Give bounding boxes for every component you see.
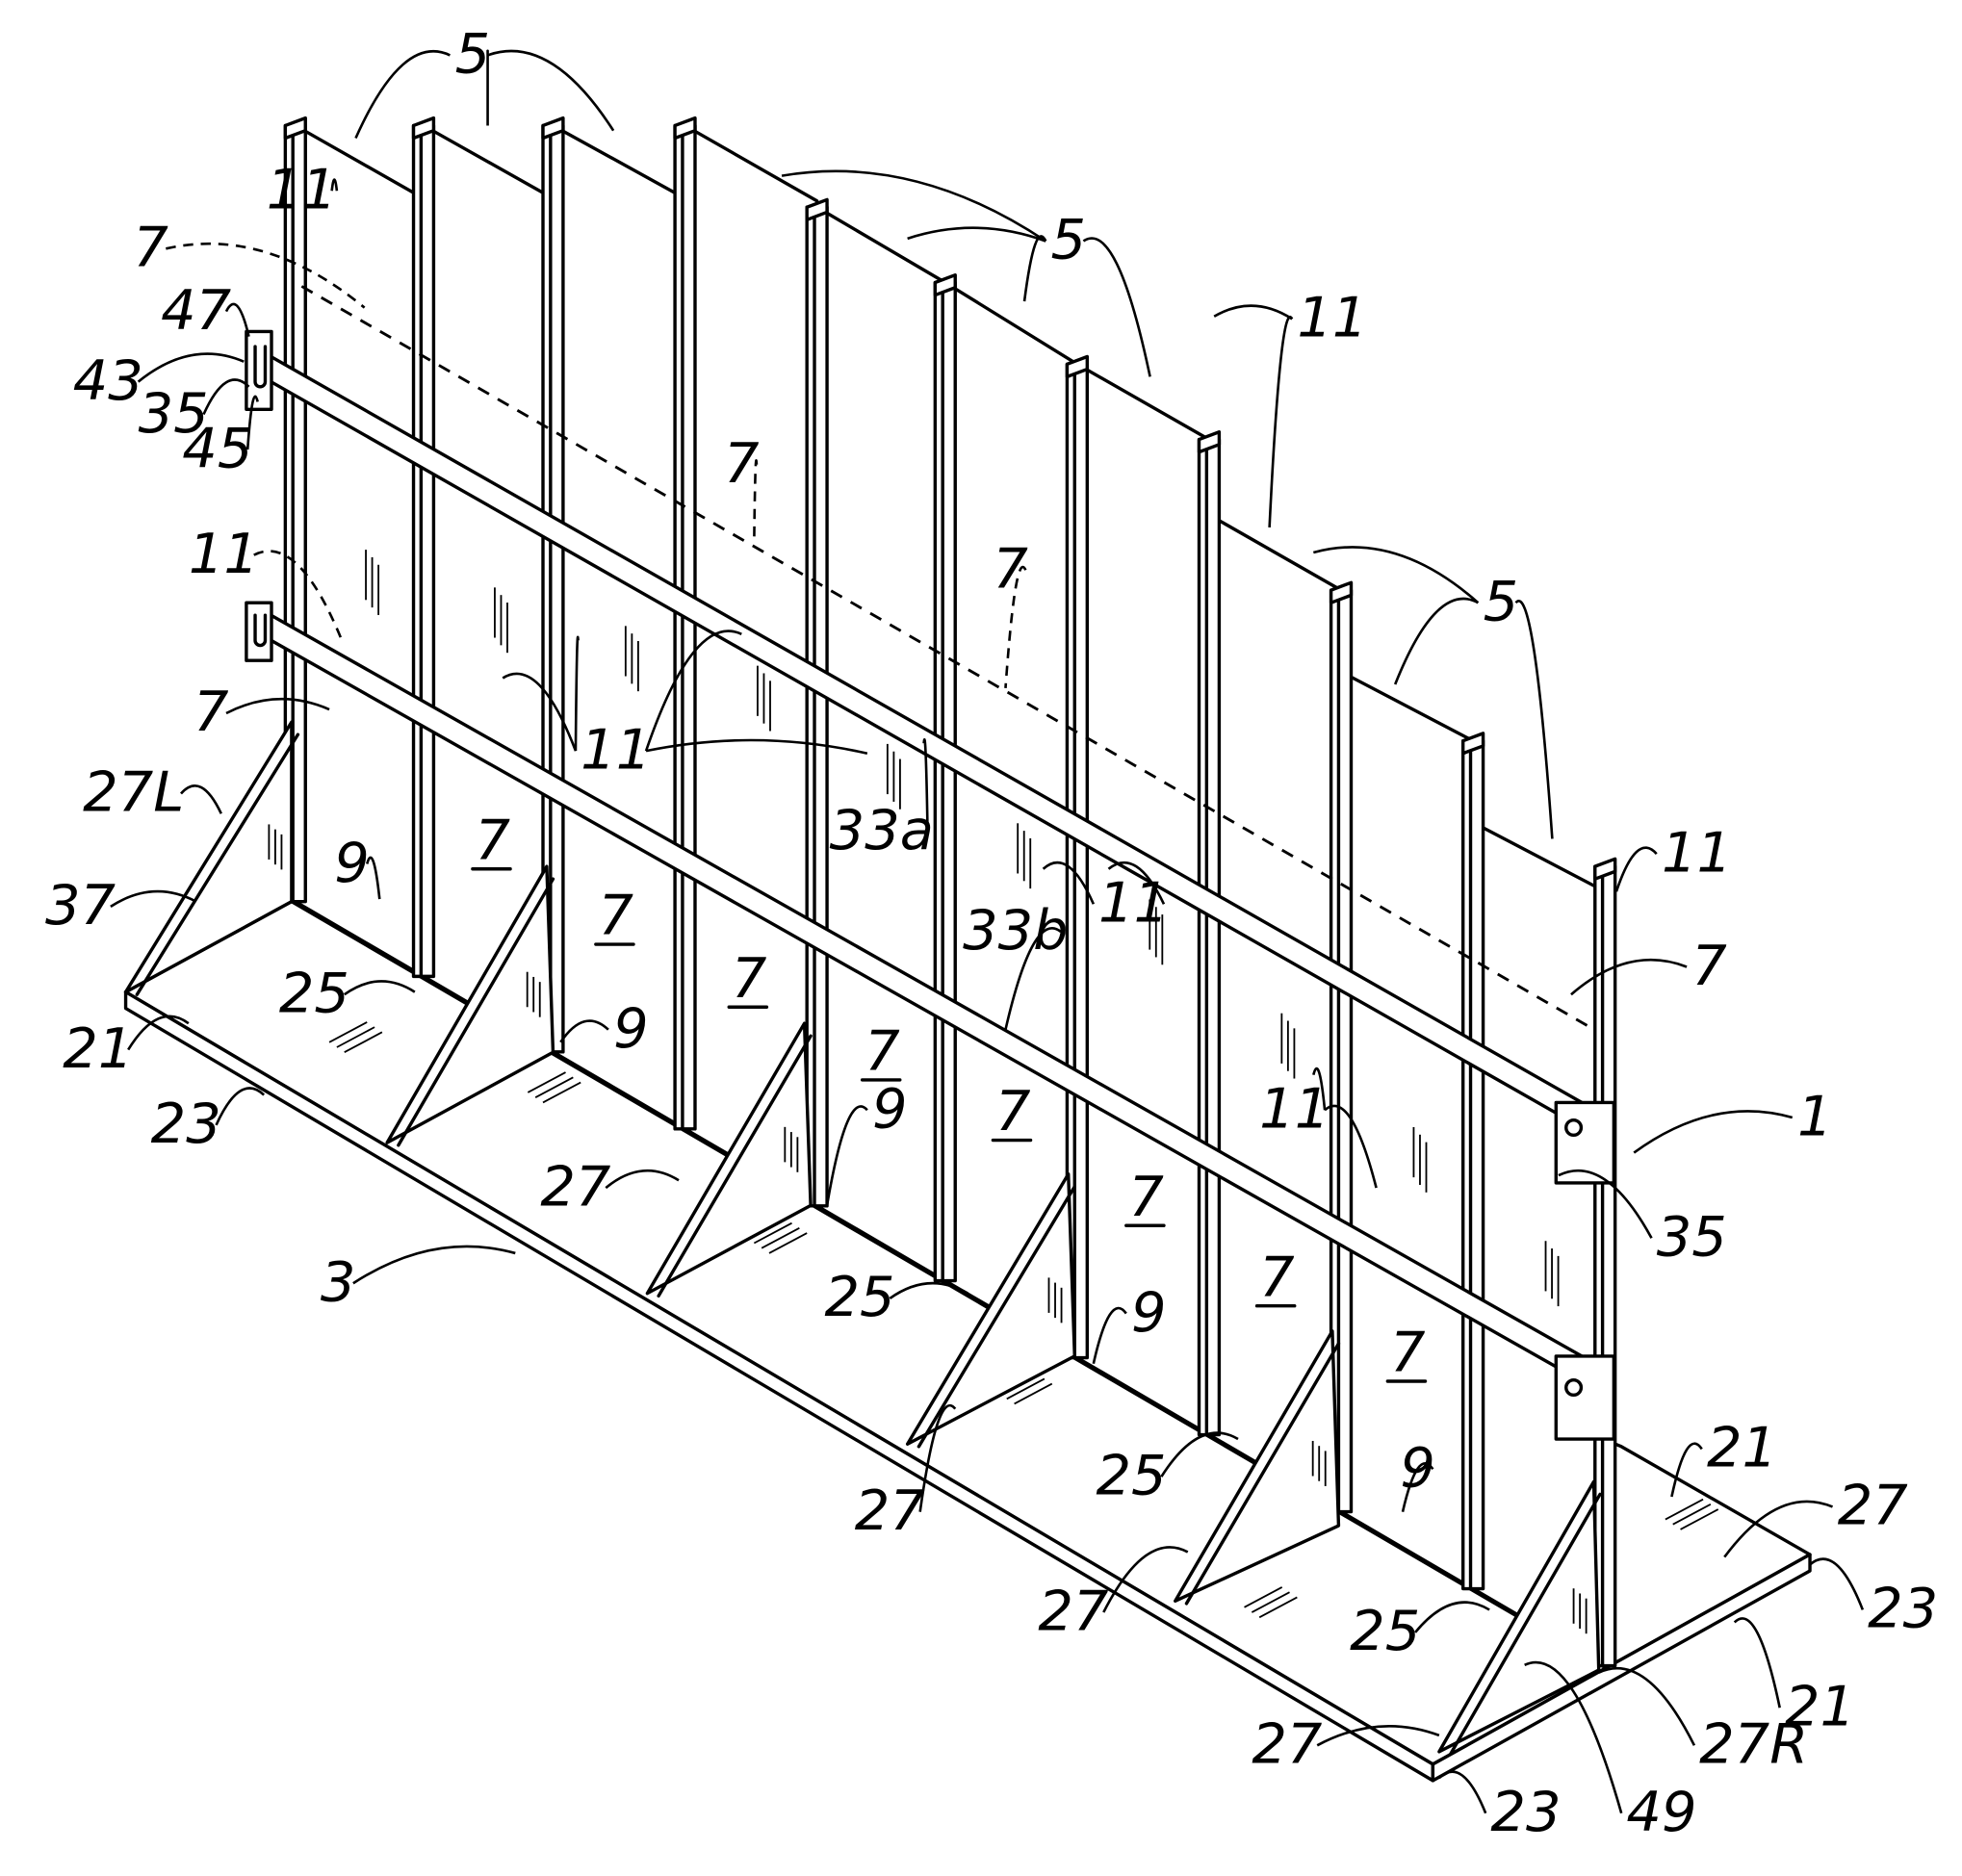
reference-numeral: 3 bbox=[321, 1250, 356, 1315]
reference-numeral: 7 bbox=[724, 431, 760, 496]
reference-numeral: 11 bbox=[189, 522, 259, 586]
reference-numeral: 27R bbox=[1699, 1712, 1808, 1777]
reference-numeral: 27L bbox=[83, 760, 184, 825]
reference-numeral: 21 bbox=[1707, 1416, 1777, 1480]
reference-numeral: 25 bbox=[1350, 1599, 1420, 1663]
leader-line bbox=[908, 228, 1046, 242]
reference-numeral: 33a bbox=[830, 798, 934, 862]
reference-numeral: 25 bbox=[1096, 1443, 1166, 1507]
reference-numeral: 9 bbox=[1131, 1280, 1167, 1345]
reference-numeral: 35 bbox=[1657, 1205, 1727, 1270]
reference-numeral-underlined: 7 bbox=[1128, 1165, 1164, 1229]
channel-post bbox=[1463, 741, 1484, 1589]
leader-line bbox=[1214, 306, 1292, 320]
reference-numeral: 11 bbox=[1662, 820, 1732, 885]
channel-post bbox=[807, 207, 827, 1206]
leader-line bbox=[1270, 317, 1293, 527]
leader-line bbox=[1634, 1111, 1793, 1152]
reference-numeral-underlined: 7 bbox=[476, 808, 511, 872]
reference-numeral: 27 bbox=[1838, 1474, 1908, 1538]
reference-numeral: 33b bbox=[963, 898, 1069, 963]
reference-numeral: 25 bbox=[279, 961, 349, 1025]
reference-numeral: 27 bbox=[1252, 1712, 1322, 1777]
reference-numeral: 11 bbox=[1297, 286, 1367, 350]
panel bbox=[553, 125, 684, 1128]
reference-numeral: 23 bbox=[1490, 1780, 1561, 1844]
bracket-right-lower bbox=[1556, 1356, 1613, 1439]
bracket-left-upper bbox=[246, 331, 271, 409]
leader-line bbox=[1810, 1559, 1863, 1610]
channel-post bbox=[1200, 440, 1220, 1435]
reference-numeral: 5 bbox=[455, 22, 491, 87]
reference-numeral: 45 bbox=[182, 416, 252, 480]
leader-line bbox=[1616, 848, 1657, 892]
reference-numeral: 23 bbox=[1868, 1577, 1938, 1641]
reference-numeral: 49 bbox=[1626, 1780, 1696, 1844]
channel-post bbox=[1595, 866, 1615, 1665]
channel-post bbox=[675, 125, 695, 1128]
channel-post bbox=[414, 125, 434, 976]
reference-numeral: 9 bbox=[334, 831, 370, 895]
reference-numeral: 9 bbox=[613, 996, 649, 1061]
reference-numeral-underlined: 7 bbox=[865, 1018, 900, 1083]
bolt-icon bbox=[1566, 1120, 1582, 1136]
reference-numeral: 27 bbox=[1038, 1579, 1108, 1643]
leader-line bbox=[353, 1246, 515, 1283]
reference-numeral-underlined: 7 bbox=[732, 946, 767, 1011]
reference-numeral: 27 bbox=[540, 1154, 610, 1219]
reference-numeral: 1 bbox=[1797, 1084, 1833, 1148]
reference-numeral-underlined: 7 bbox=[995, 1079, 1031, 1144]
reference-numeral: 5 bbox=[1050, 208, 1086, 272]
reference-numeral: 27 bbox=[855, 1478, 925, 1543]
bolt-icon bbox=[1566, 1380, 1582, 1396]
reference-numeral: 7 bbox=[133, 216, 168, 280]
leader-line bbox=[1735, 1618, 1780, 1708]
reference-numeral: 43 bbox=[73, 348, 143, 413]
leader-line bbox=[1439, 1772, 1485, 1813]
reference-numeral: 11 bbox=[267, 158, 337, 222]
leader-line bbox=[181, 785, 221, 813]
leader-line bbox=[217, 1089, 265, 1125]
channel-post bbox=[935, 283, 955, 1281]
reference-numeral: 11 bbox=[1259, 1077, 1330, 1142]
reference-numeral: 23 bbox=[151, 1092, 221, 1156]
reference-numeral-underlined: 7 bbox=[1390, 1321, 1426, 1385]
leader-line bbox=[1024, 236, 1046, 301]
reference-numeral: 21 bbox=[63, 1016, 133, 1081]
reference-numeral: 11 bbox=[581, 717, 651, 782]
leader-line bbox=[204, 380, 249, 415]
reference-numeral-underlined: 7 bbox=[1259, 1245, 1295, 1309]
reference-numeral: 47 bbox=[161, 278, 231, 343]
leader-line bbox=[139, 354, 245, 382]
leader-line bbox=[1516, 601, 1553, 838]
reference-numeral: 9 bbox=[872, 1077, 908, 1142]
reference-numeral: 11 bbox=[1098, 871, 1169, 936]
leader-line bbox=[1083, 239, 1149, 377]
reference-numeral: 7 bbox=[194, 680, 229, 744]
leader-line bbox=[1395, 599, 1478, 684]
leader-line bbox=[355, 51, 450, 138]
reference-numeral: 5 bbox=[1484, 569, 1519, 633]
reference-numeral: 7 bbox=[993, 537, 1028, 602]
leader-line bbox=[488, 51, 614, 131]
reference-numeral: 7 bbox=[1691, 934, 1727, 998]
reference-numeral-underlined: 7 bbox=[598, 884, 633, 948]
reference-numeral: 37 bbox=[45, 873, 116, 938]
reference-numeral: 25 bbox=[824, 1265, 894, 1329]
bracket-left-lower bbox=[246, 603, 271, 660]
